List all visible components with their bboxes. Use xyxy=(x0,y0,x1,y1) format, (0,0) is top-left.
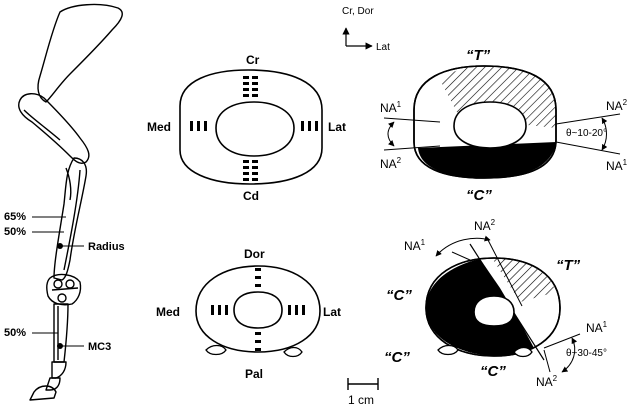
radius-label: Radius xyxy=(88,241,125,253)
radius-compression-label: “C” xyxy=(466,187,492,204)
level-markers xyxy=(32,216,66,334)
mc3-med-label: Med xyxy=(156,305,180,319)
radius-tension-label: “T” xyxy=(466,47,491,64)
carpus-shape xyxy=(45,273,82,306)
mc3-na2-top-label: NA2 xyxy=(474,218,496,233)
radius-na2-left-label: NA2 xyxy=(380,156,402,171)
radius-cd-label: Cd xyxy=(243,189,259,203)
radius-na1-left-label: NA1 xyxy=(380,100,402,115)
mc3-compression-bottom-left-label: “C” xyxy=(384,349,410,366)
radius-angle-label: θ~10-20° xyxy=(566,128,607,139)
radius-cr-label: Cr xyxy=(246,53,260,67)
radius-shape xyxy=(53,157,88,281)
mc3-angle-arrow-bottom xyxy=(561,337,578,373)
mc3-angle-arrow-top xyxy=(435,235,491,257)
radius-cross-section xyxy=(179,69,323,185)
mc3-na1-top-label: NA1 xyxy=(404,238,426,253)
mc3-dor-label: Dor xyxy=(244,247,265,261)
mc3-compression-left-label: “C” xyxy=(386,287,412,304)
radius-angle-arrow-left xyxy=(387,121,395,147)
scapula-shape xyxy=(37,3,123,103)
mc3-angle-label: θ~30-45° xyxy=(566,348,607,359)
mc3-na2-bottom-label: NA2 xyxy=(536,374,558,389)
mc3-cross-section xyxy=(195,265,321,358)
level-50-mc3-label: 50% xyxy=(4,327,26,339)
mc3-tension-label: “T” xyxy=(556,257,581,274)
scale-bar xyxy=(347,378,379,390)
humerus-shape xyxy=(18,93,90,165)
radius-med-label: Med xyxy=(147,120,171,134)
radius-na1-right-label: NA1 xyxy=(606,158,628,173)
mc3-strain-section xyxy=(425,239,561,361)
mc3-marker-dot xyxy=(57,343,63,349)
phalanges-shape xyxy=(51,361,67,379)
orientation-up-label: Cr, Dor xyxy=(342,6,374,17)
radius-na2-right-label: NA2 xyxy=(606,98,628,113)
mc3-lat-label: Lat xyxy=(323,305,341,319)
mc3-compression-bottom-right-label: “C” xyxy=(480,363,506,380)
scale-bar-label: 1 cm xyxy=(348,393,374,407)
radius-strain-section xyxy=(413,65,557,179)
radius-neutral-axes xyxy=(383,113,621,155)
radius-angle-arrow-right xyxy=(601,117,608,151)
orientation-axes xyxy=(342,27,373,50)
mc3-pal-label: Pal xyxy=(245,367,263,381)
radius-lat-label: Lat xyxy=(328,120,346,134)
orientation-right-label: Lat xyxy=(376,42,390,53)
radius-marker-dot xyxy=(57,243,63,249)
mc3-na1-right-label: NA1 xyxy=(586,320,608,335)
level-50-radius-label: 50% xyxy=(4,226,26,238)
mc3-label: MC3 xyxy=(88,341,111,353)
level-65-label: 65% xyxy=(4,211,26,223)
